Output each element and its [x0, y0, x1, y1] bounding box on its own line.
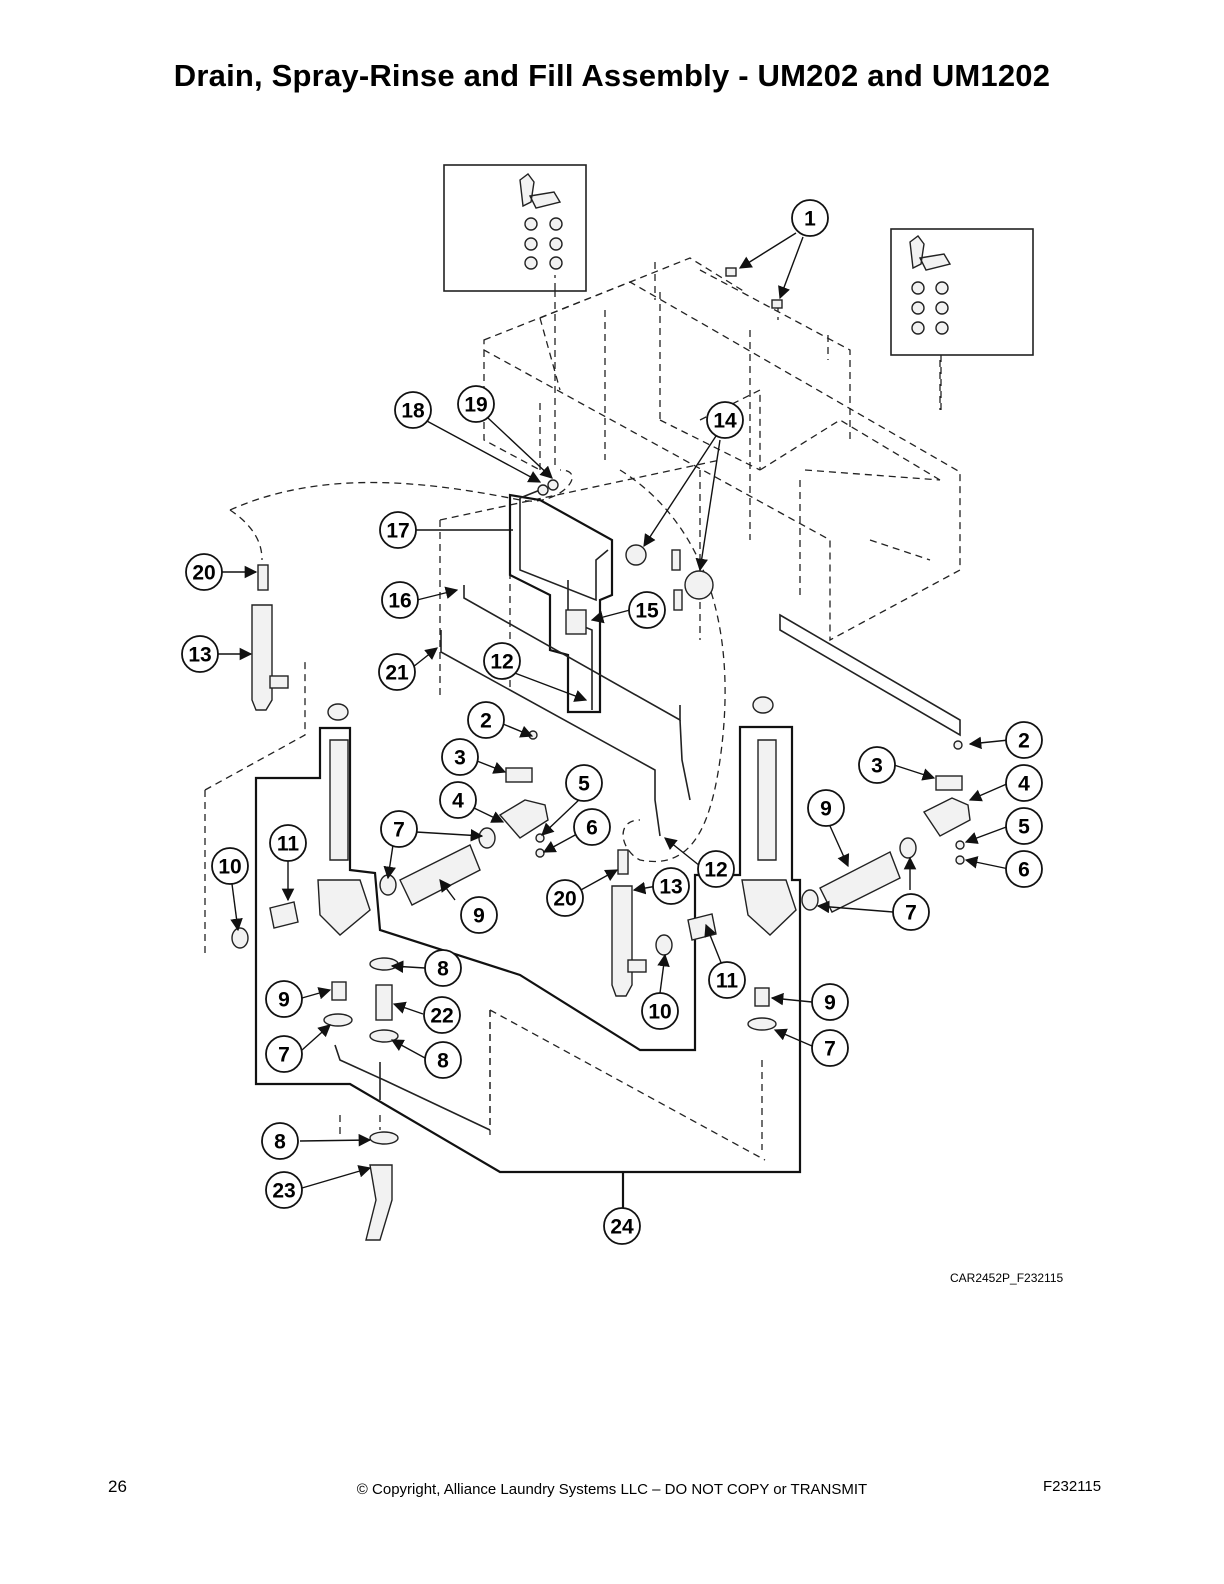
copyright-notice: © Copyright, Alliance Laundry Systems LL…	[356, 1481, 868, 1498]
callout-2-right: 2	[1005, 721, 1043, 759]
callout-label: 8	[437, 958, 449, 981]
figure-id: CAR2452P_F232115	[950, 1271, 1064, 1285]
callout-label: 15	[635, 600, 659, 623]
callout-10-left: 10	[211, 847, 249, 885]
callout-10-center: 10	[641, 992, 679, 1030]
callout-11-right: 11	[708, 961, 746, 999]
callout-24: 24	[603, 1207, 641, 1245]
page-title: Drain, Spray-Rinse and Fill Assembly - U…	[173, 58, 1051, 93]
callout-label: 12	[490, 651, 513, 674]
callout-9-right-lower: 9	[811, 983, 849, 1021]
callout-label: 16	[388, 590, 411, 613]
document-id: F232115	[1043, 1478, 1102, 1495]
callout-label: 10	[218, 856, 241, 879]
callout-label: 8	[274, 1131, 286, 1154]
callout-label: 4	[452, 790, 464, 813]
sink-phantom-outline	[204, 257, 961, 1161]
inset-detail-left	[443, 164, 587, 292]
callout-21: 21	[378, 653, 416, 691]
callout-7-left-lower: 7	[265, 1035, 303, 1073]
callout-label: 13	[659, 876, 682, 899]
callout-label: 4	[1018, 773, 1030, 796]
callout-label: 6	[586, 817, 598, 840]
callout-label: 7	[824, 1038, 836, 1061]
callout-18: 18	[394, 391, 432, 429]
callout-label: 8	[437, 1050, 449, 1073]
callout-label: 10	[648, 1001, 671, 1024]
callout-11-left: 11	[269, 824, 307, 862]
callout-9-left-upper: 9	[460, 896, 498, 934]
callout-7-right-lower: 7	[811, 1029, 849, 1067]
callout-7-left: 7	[380, 810, 418, 848]
callout-6-right: 6	[1005, 850, 1043, 888]
callout-8-top: 8	[424, 949, 462, 987]
callout-label: 6	[1018, 859, 1030, 882]
callout-label: 19	[464, 394, 487, 417]
callout-label: 3	[871, 755, 883, 778]
callout-label: 12	[704, 859, 727, 882]
callout-19: 19	[457, 385, 495, 423]
callout-9-right-upper: 9	[807, 789, 845, 827]
callout-label: 9	[278, 989, 290, 1012]
callout-label: 3	[454, 747, 466, 770]
callout-14: 14	[706, 401, 744, 439]
callout-12-bottom: 12	[697, 850, 735, 888]
callout-23: 23	[265, 1171, 303, 1209]
callout-5-right: 5	[1005, 807, 1043, 845]
callout-label: 7	[278, 1044, 290, 1067]
callout-12-top: 12	[483, 642, 521, 680]
callout-4-left: 4	[439, 781, 477, 819]
callout-17: 17	[379, 511, 417, 549]
callout-label: 7	[905, 902, 917, 925]
callout-20-center: 20	[546, 879, 584, 917]
callout-9-left-lower: 9	[265, 980, 303, 1018]
callout-16: 16	[381, 581, 419, 619]
leader-lines	[218, 232, 1010, 1189]
callout-label: 2	[1018, 730, 1030, 753]
callout-8-middle: 8	[424, 1041, 462, 1079]
callout-20-left: 20	[185, 553, 223, 591]
callout-3-right: 3	[858, 746, 896, 784]
callout-6-left: 6	[573, 808, 611, 846]
callout-13-left: 13	[181, 635, 219, 673]
callout-label: 5	[1018, 816, 1030, 839]
callout-label: 9	[473, 905, 485, 928]
page-number: 26	[108, 1477, 127, 1496]
callout-label: 9	[824, 992, 836, 1015]
callout-label: 17	[386, 520, 409, 543]
callout-label: 18	[401, 400, 425, 423]
assembly-group-outlines	[254, 493, 802, 1212]
callout-7-right: 7	[892, 893, 930, 931]
callout-label: 5	[578, 773, 590, 796]
callout-4-right: 4	[1005, 764, 1043, 802]
callout-1: 1	[791, 199, 829, 237]
callout-label: 13	[188, 644, 211, 667]
callout-label: 11	[277, 833, 300, 856]
callout-13-center: 13	[652, 867, 690, 905]
callout-3-left: 3	[441, 738, 479, 776]
callout-label: 21	[385, 662, 409, 685]
callout-label: 22	[430, 1005, 453, 1028]
callout-label: 7	[393, 819, 405, 842]
pipe-parts	[231, 267, 971, 1241]
callout-label: 20	[553, 888, 576, 911]
callout-label: 23	[272, 1180, 295, 1203]
callout-label: 11	[716, 970, 739, 993]
callout-label: 1	[804, 208, 816, 231]
callout-label: 2	[480, 710, 492, 733]
callout-5-left: 5	[565, 764, 603, 802]
callout-label: 24	[610, 1216, 634, 1239]
inset-detail-right	[890, 228, 1034, 356]
callout-22: 22	[423, 996, 461, 1034]
callout-8-bottom: 8	[261, 1122, 299, 1160]
callout-15: 15	[628, 591, 666, 629]
callout-label: 20	[192, 562, 215, 585]
callout-label: 9	[820, 798, 832, 821]
callout-label: 14	[713, 410, 737, 433]
callout-2-left: 2	[467, 701, 505, 739]
